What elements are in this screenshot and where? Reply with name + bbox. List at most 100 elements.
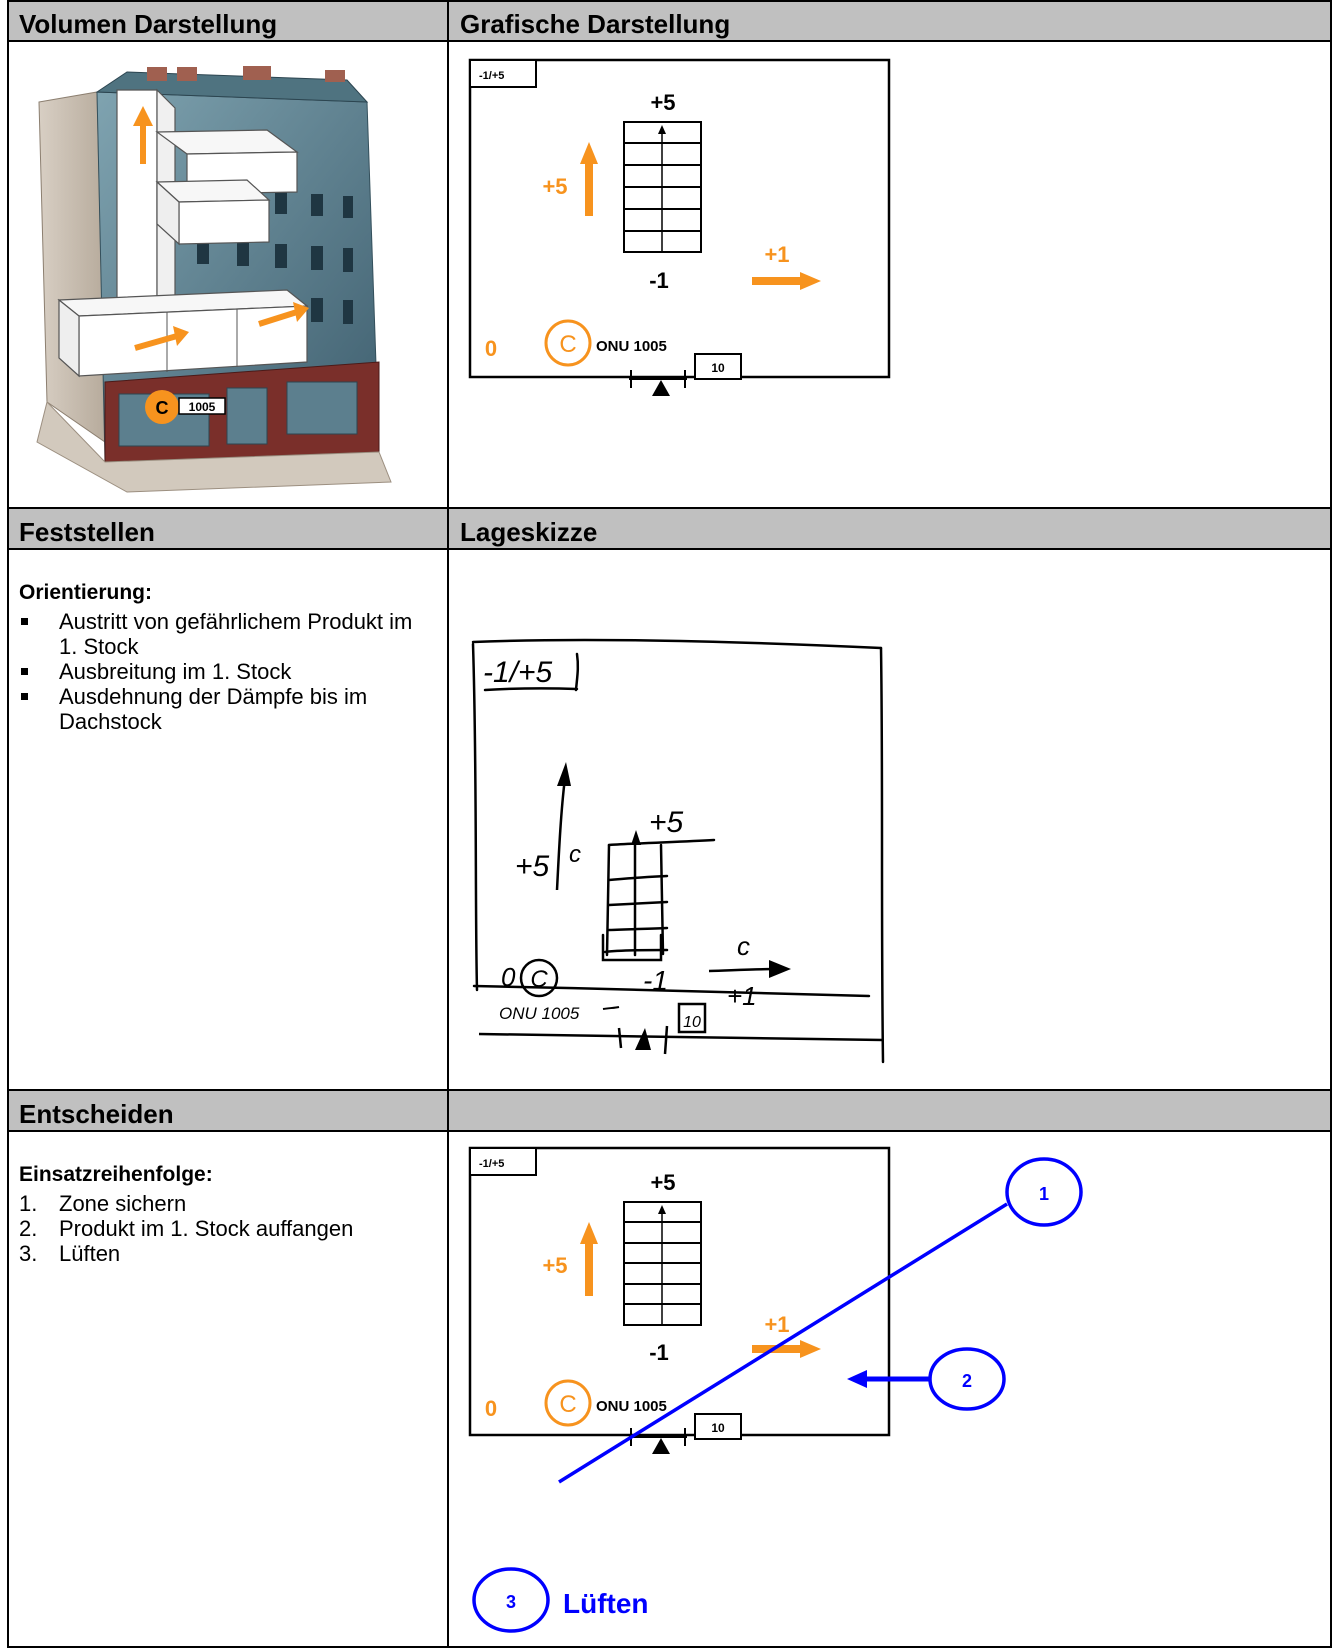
list-number: 2. — [19, 1216, 38, 1241]
floor-grid — [623, 121, 702, 253]
corner-label: -1/+5 — [479, 1158, 504, 1170]
building-illustration-cell: C 1005 — [7, 42, 447, 507]
diagram-frame — [468, 58, 891, 379]
spread-arrow-icon — [134, 326, 189, 351]
bottom-floor-label: -1 — [649, 1340, 669, 1365]
corner-label-box — [469, 1147, 537, 1176]
sketch-up-arrow-icon — [631, 830, 641, 845]
sketch-horizontal-arrowhead-icon — [769, 960, 791, 978]
spread-arrow-icon — [133, 106, 153, 164]
list-item: Ausdehnung der Dämpfe bis im Dachstock — [21, 684, 429, 734]
access-marker — [629, 1428, 687, 1446]
top-floor-label: +5 — [650, 1170, 675, 1195]
chimney-icon — [243, 66, 271, 80]
hazard-letter: C — [559, 1391, 576, 1418]
sketch-vertical-letter: c — [569, 841, 581, 868]
sketch-vertical-spread: +5 — [515, 850, 550, 883]
feststellen-list: Austritt von gefährlichem Produkt im 1. … — [19, 609, 429, 734]
building-illustration: C 1005 — [36, 66, 392, 493]
list-item: 3. Lüften — [19, 1241, 429, 1266]
column-divider — [447, 0, 449, 1648]
sketch-hazard-letter: C — [530, 966, 548, 993]
sketch-street-line — [478, 1032, 884, 1042]
spread-arrow-icon — [258, 302, 309, 327]
hazard-circle-icon — [544, 1379, 592, 1427]
horizontal-spread-label: +1 — [764, 1312, 789, 1337]
un-number: ONU 1005 — [596, 1398, 667, 1415]
row-divider — [7, 1089, 1332, 1091]
sketch-floor-grid — [601, 838, 716, 962]
sketch-access-box — [677, 1002, 707, 1034]
callout-2-number: 2 — [962, 1371, 972, 1391]
row-divider — [7, 507, 1332, 509]
chimney-icon — [325, 70, 345, 82]
access-number-box — [694, 1413, 742, 1440]
document-table: Volumen Darstellung Grafische Darstellun… — [7, 0, 1332, 1648]
list-text: Lüften — [59, 1241, 121, 1266]
list-number: 3. — [19, 1241, 38, 1266]
building-marker-number: 1005 — [189, 400, 216, 414]
sketch-frame — [471, 638, 885, 1064]
feststellen-heading: Orientierung: — [19, 581, 153, 604]
decision-diagram-cell: -1/+5 +5 -1 +5 +1 0 — [449, 1132, 1331, 1647]
row-divider — [7, 1130, 1332, 1132]
vertical-spread-arrow-icon — [580, 1222, 598, 1296]
chimney-icon — [177, 67, 197, 81]
diagram-frame — [468, 1146, 891, 1437]
sketch-corner-label: -1/+5 — [483, 656, 553, 689]
sketch-top-floor: +5 — [649, 806, 684, 839]
hazard-circle-icon — [544, 319, 592, 367]
horizontal-spread-arrow-icon — [752, 272, 821, 290]
access-number-box — [694, 353, 742, 380]
callout-1-number: 1 — [1039, 1184, 1049, 1204]
floor-grid — [623, 1201, 702, 1326]
zero-label: 0 — [485, 336, 497, 361]
hazard-letter: C — [559, 331, 576, 358]
feststellen-content: Orientierung: Austritt von gefährlichem … — [19, 580, 429, 734]
sketch-vertical-arrowhead-icon — [557, 762, 571, 786]
entscheiden-list: 1. Zone sichern 2. Produkt im 1. Stock auf… — [19, 1191, 429, 1266]
row-divider — [7, 40, 1332, 42]
access-triangle-icon — [652, 1438, 670, 1454]
bottom-floor-label: -1 — [649, 268, 669, 293]
sketch-un-number: ONU 1005 — [499, 1004, 580, 1023]
callout-3-label: Lüften — [563, 1588, 649, 1619]
horizontal-spread-arrow-icon — [752, 1340, 821, 1358]
callout-2-circle — [928, 1347, 1006, 1411]
access-marker — [629, 370, 687, 388]
sketch-bottom-floor: -1 — [643, 965, 668, 996]
top-floor-label: +5 — [650, 90, 675, 115]
sketch-zero: 0 — [501, 962, 516, 992]
header-empty — [448, 1090, 1332, 1130]
un-number: ONU 1005 — [596, 338, 667, 355]
header-lageskizze: Lageskizze — [448, 508, 1332, 548]
callout-2-arrowhead-icon — [847, 1370, 867, 1388]
zero-label: 0 — [485, 1396, 497, 1421]
ventilation-line — [558, 1202, 1008, 1484]
table-border — [7, 0, 1332, 1648]
list-item: 2. Produkt im 1. Stock auffangen — [19, 1216, 429, 1241]
list-text: Zone sichern — [59, 1191, 187, 1216]
sketch-vertical-arrow-icon — [555, 777, 567, 891]
entscheiden-heading: Einsatzreihenfolge: — [19, 1163, 213, 1186]
sketch-horizontal-spread: +1 — [727, 981, 757, 1011]
corner-label-box — [469, 59, 537, 88]
vertical-spread-arrow-icon — [580, 142, 598, 216]
list-item: Ausbreitung im 1. Stock — [21, 659, 429, 684]
vertical-spread-label: +5 — [542, 174, 567, 199]
building-marker-letter: C — [156, 398, 169, 418]
vertical-spread-label: +5 — [542, 1253, 567, 1278]
header-volumen: Volumen Darstellung — [7, 0, 448, 40]
sketch-horizontal-letter: c — [737, 931, 750, 961]
list-item: Austritt von gefährlichem Produkt im 1. … — [21, 609, 429, 659]
corner-label: -1/+5 — [479, 70, 504, 82]
list-text: Produkt im 1. Stock auffangen — [59, 1216, 354, 1241]
hazard-marker-icon — [145, 390, 179, 424]
row-divider — [7, 548, 1332, 550]
list-number: 1. — [19, 1191, 38, 1216]
up-arrow-icon — [658, 1205, 666, 1214]
up-arrow-icon — [658, 125, 666, 134]
decision-diagram: -1/+5 +5 -1 +5 +1 0 — [468, 1146, 1083, 1633]
callout-3-circle — [472, 1567, 550, 1633]
sketch-access-number: 10 — [683, 1014, 701, 1031]
